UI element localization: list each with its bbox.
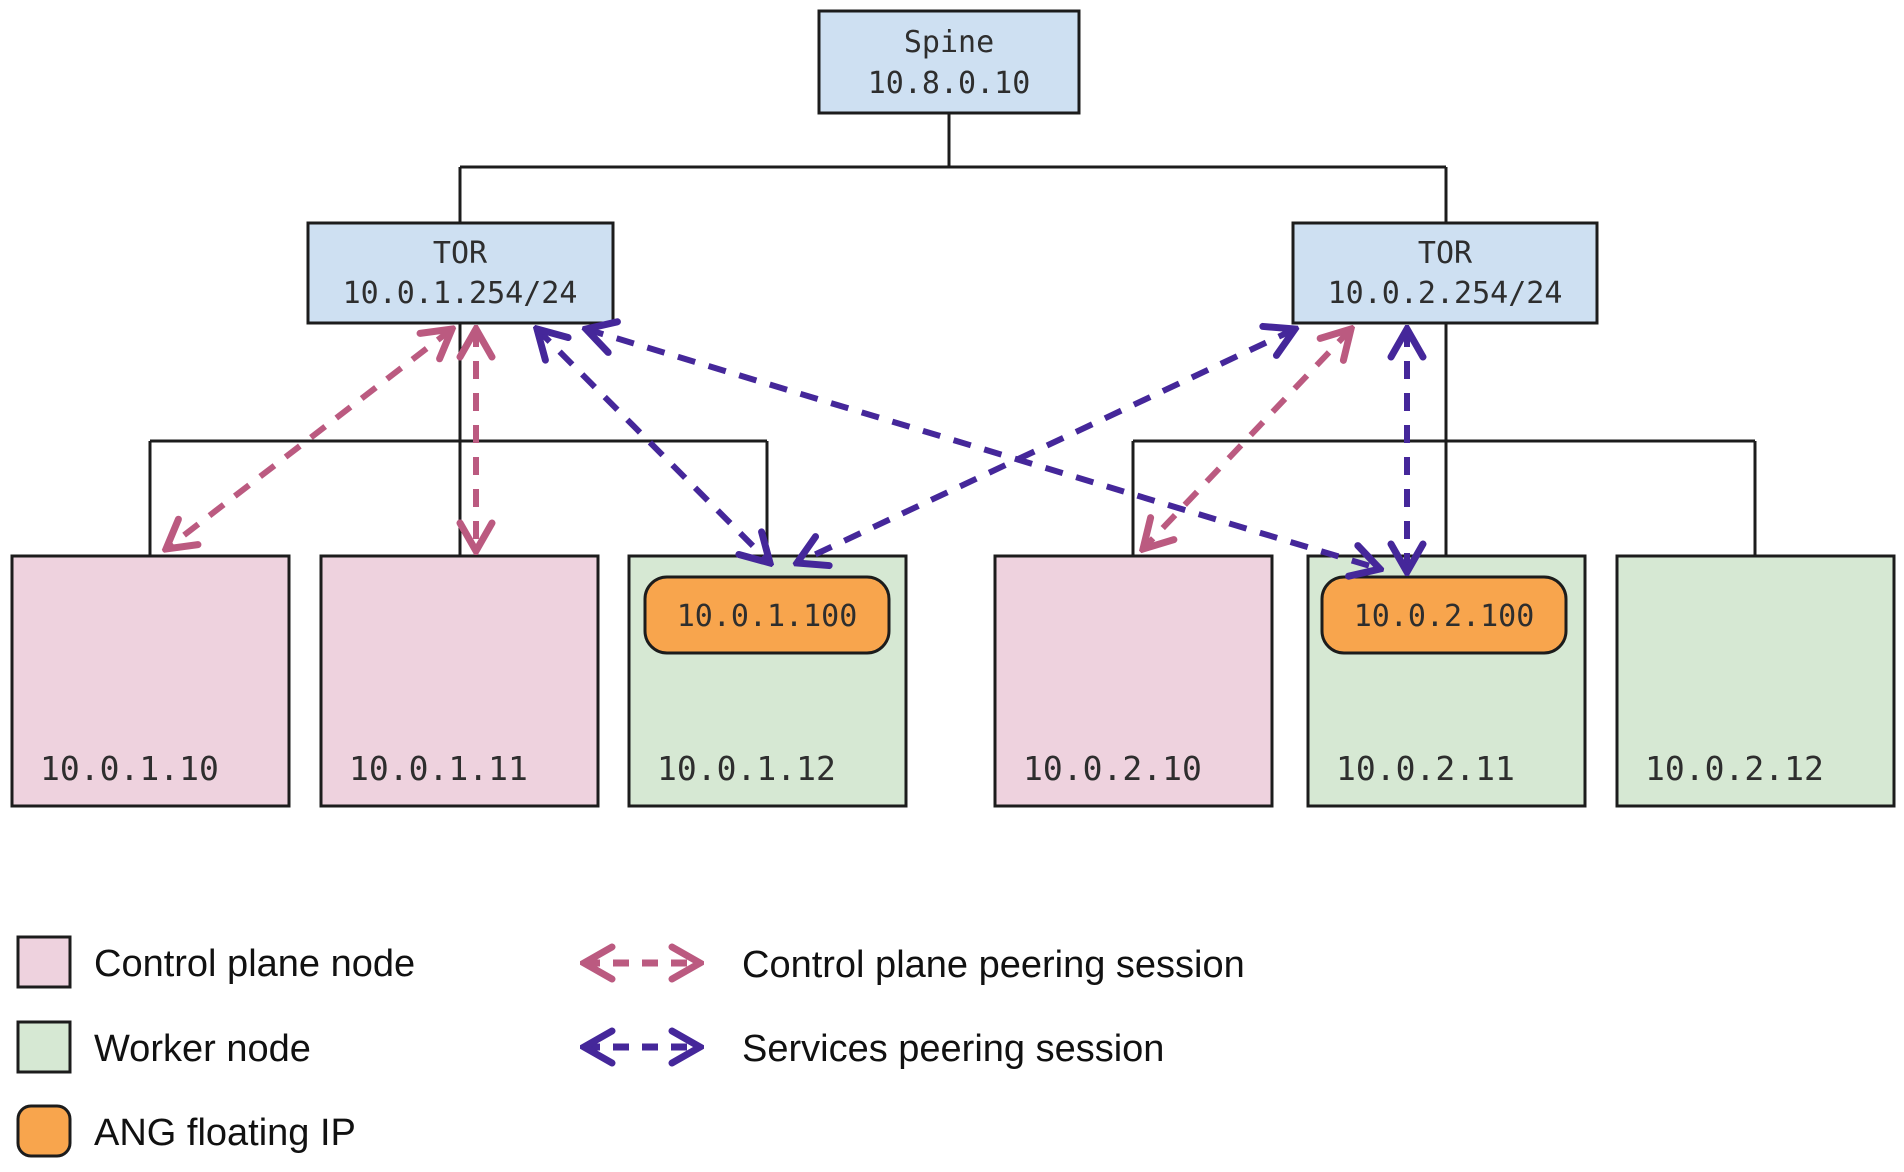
node-1-box [10,554,291,808]
legend-swatch-control-plane [16,935,72,989]
node-5-worker: 10.0.2.100 10.0.2.11 [1306,554,1587,808]
node-2-ip-label: 10.0.1.11 [349,749,528,788]
spine-title: Spine [904,25,994,60]
legend-label-services-peering: Services peering session [742,1028,1164,1070]
node-3-worker: 10.0.1.100 10.0.1.12 [627,554,908,808]
node-6-ip-label: 10.0.2.12 [1645,749,1824,788]
services-arrow-tor1-node3 [537,329,770,563]
legend-label-floating-ip: ANG floating IP [94,1112,356,1154]
legend-label-worker: Worker node [94,1028,311,1070]
node-6-box [1615,554,1896,808]
services-arrow-tor1-node5 [586,329,1380,569]
node-2-control-plane: 10.0.1.11 [319,554,600,808]
node-4-box [993,554,1274,808]
peering-arrow-tor1-node1 [166,329,452,549]
tor-1-title: TOR [433,236,488,271]
legend-swatch-worker [16,1020,72,1074]
legend: Control plane node Worker node ANG float… [16,935,1245,1158]
node-3-floating-ip-label: 10.0.1.100 [677,599,858,634]
legend-label-control-plane: Control plane node [94,943,415,985]
node-2-box [319,554,600,808]
node-5-floating-ip-label: 10.0.2.100 [1354,599,1535,634]
services-peering-arrows [537,329,1407,572]
node-4-ip-label: 10.0.2.10 [1023,749,1202,788]
legend-swatch-floating-ip [16,1104,72,1158]
node-5-floating-ip-chip [1320,575,1568,655]
services-arrow-tor2-node3 [797,329,1295,563]
legend-label-control-plane-peering: Control plane peering session [742,944,1245,986]
node-1-ip-label: 10.0.1.10 [40,749,219,788]
tor-1-ip: 10.0.1.254/24 [343,276,578,311]
tor-2-ip: 10.0.2.254/24 [1328,276,1563,311]
node-3-ip-label: 10.0.1.12 [657,749,836,788]
peering-arrow-tor2-node4 [1143,329,1351,549]
spine-switch: Spine 10.8.0.10 [817,9,1081,115]
tor-2-title: TOR [1418,236,1473,271]
node-6-worker: 10.0.2.12 [1615,554,1896,808]
tor-switch-1: TOR 10.0.1.254/24 [306,221,615,325]
node-1-control-plane: 10.0.1.10 [10,554,291,808]
topology-links [148,113,1757,557]
tor-2-box [1291,221,1599,325]
tor-switch-2: TOR 10.0.2.254/24 [1291,221,1599,325]
node-4-control-plane: 10.0.2.10 [993,554,1274,808]
spine-ip: 10.8.0.10 [868,66,1031,101]
node-5-ip-label: 10.0.2.11 [1336,749,1515,788]
spine-box [817,9,1081,115]
tor-1-box [306,221,615,325]
control-plane-peering-arrows [166,329,1351,551]
